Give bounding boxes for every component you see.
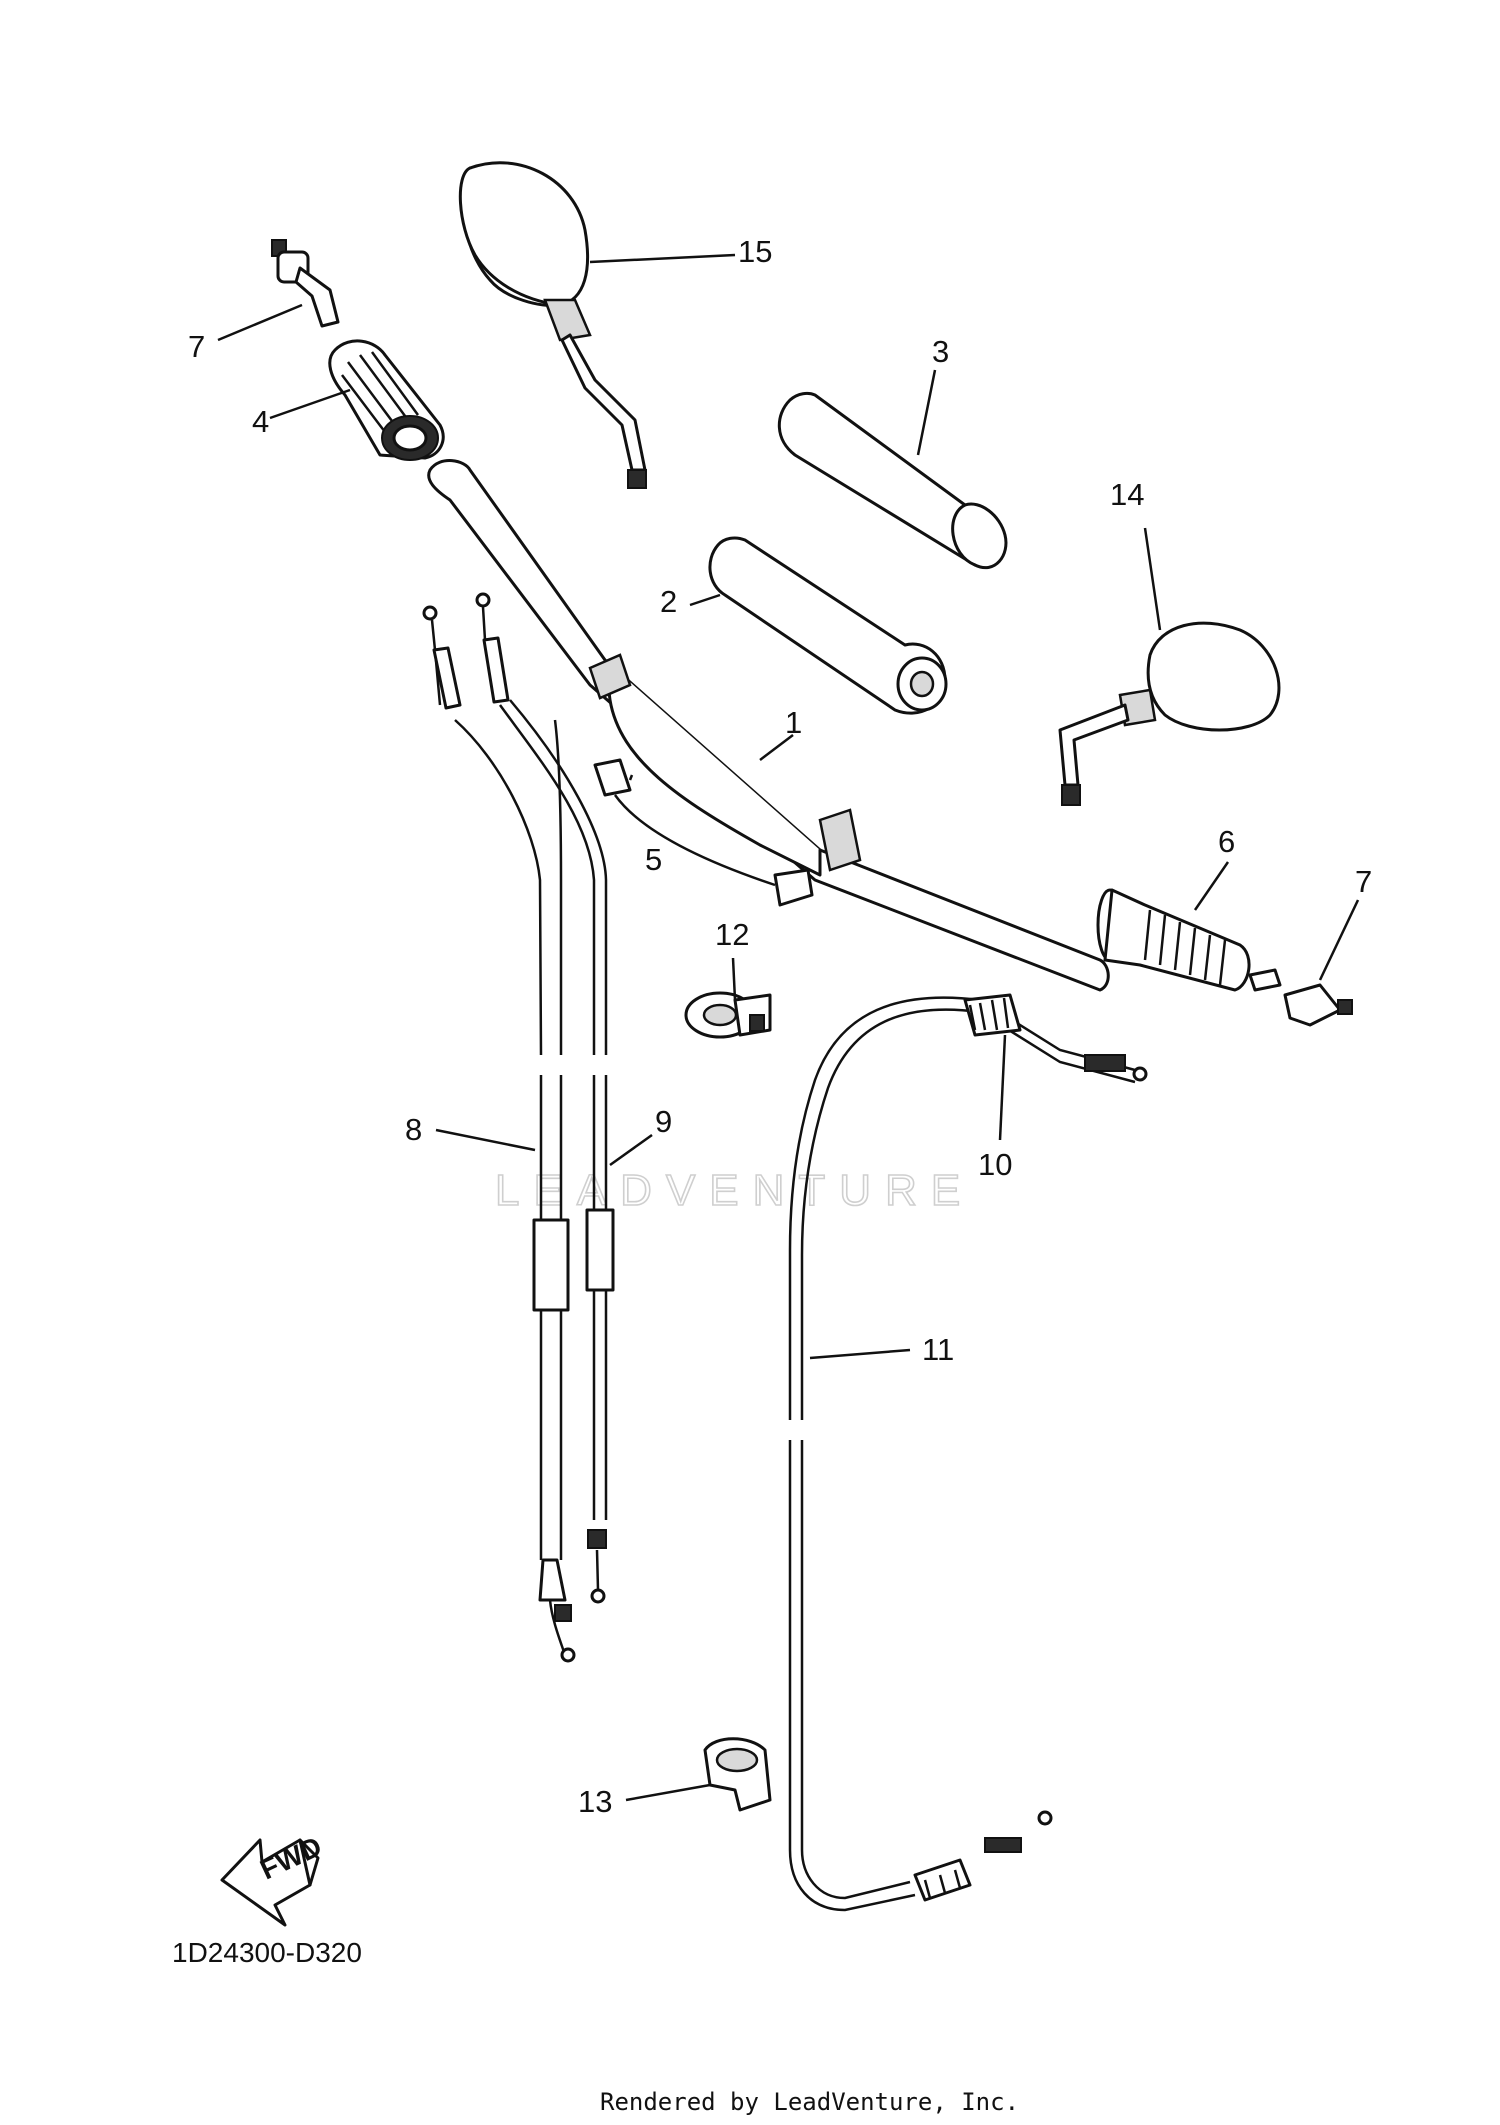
bar-end-weight-left[interactable] [271,239,340,328]
footer-credit: Rendered by LeadVenture, Inc. [600,2088,1019,2116]
lever-holder-lower[interactable] [703,1737,772,1812]
lever-holder-upper[interactable] [684,991,772,1039]
clutch-cable[interactable] [788,993,1148,1912]
diagram-code: 1D24300-D320 [172,1937,362,1968]
callout-7-right[interactable]: 7 [1355,864,1372,899]
callout-6[interactable]: 6 [1218,824,1235,859]
bar-end-weight-right[interactable] [1248,968,1353,1027]
callout-12[interactable]: 12 [715,917,749,952]
callout-9[interactable]: 9 [655,1104,672,1139]
grip-right[interactable] [1096,888,1251,992]
handlebar[interactable] [427,459,1110,992]
throttle-cable-1[interactable] [422,605,576,1663]
handlebar-pad-upper[interactable] [777,391,1008,570]
callout-1[interactable]: 1 [785,705,802,740]
callout-7-left[interactable]: 7 [188,329,205,364]
cable-clip[interactable] [593,758,814,907]
callout-2[interactable]: 2 [660,584,677,619]
callout-labels: 1 2 3 4 5 6 7 7 8 9 10 11 12 13 14 15 [188,234,1372,1819]
leader-lines [217,253,1360,1802]
callout-11[interactable]: 11 [922,1332,954,1367]
callout-4[interactable]: 4 [252,404,269,439]
watermark-text: LEADVENTURE [495,1166,974,1215]
fwd-arrow-icon: FWD [220,1830,326,1927]
handlebar-pad-lower[interactable] [708,536,948,715]
callout-8[interactable]: 8 [405,1112,422,1147]
callout-13[interactable]: 13 [578,1784,612,1819]
callout-5[interactable]: 5 [645,842,662,877]
callout-15[interactable]: 15 [738,234,772,269]
callout-10[interactable]: 10 [978,1147,1012,1182]
callout-3[interactable]: 3 [932,334,949,369]
mirror-left[interactable] [458,161,647,489]
callout-14[interactable]: 14 [1110,477,1144,512]
grip-left[interactable] [328,339,445,461]
throttle-cable-2[interactable] [475,592,615,1604]
mirror-right[interactable] [1058,621,1281,806]
